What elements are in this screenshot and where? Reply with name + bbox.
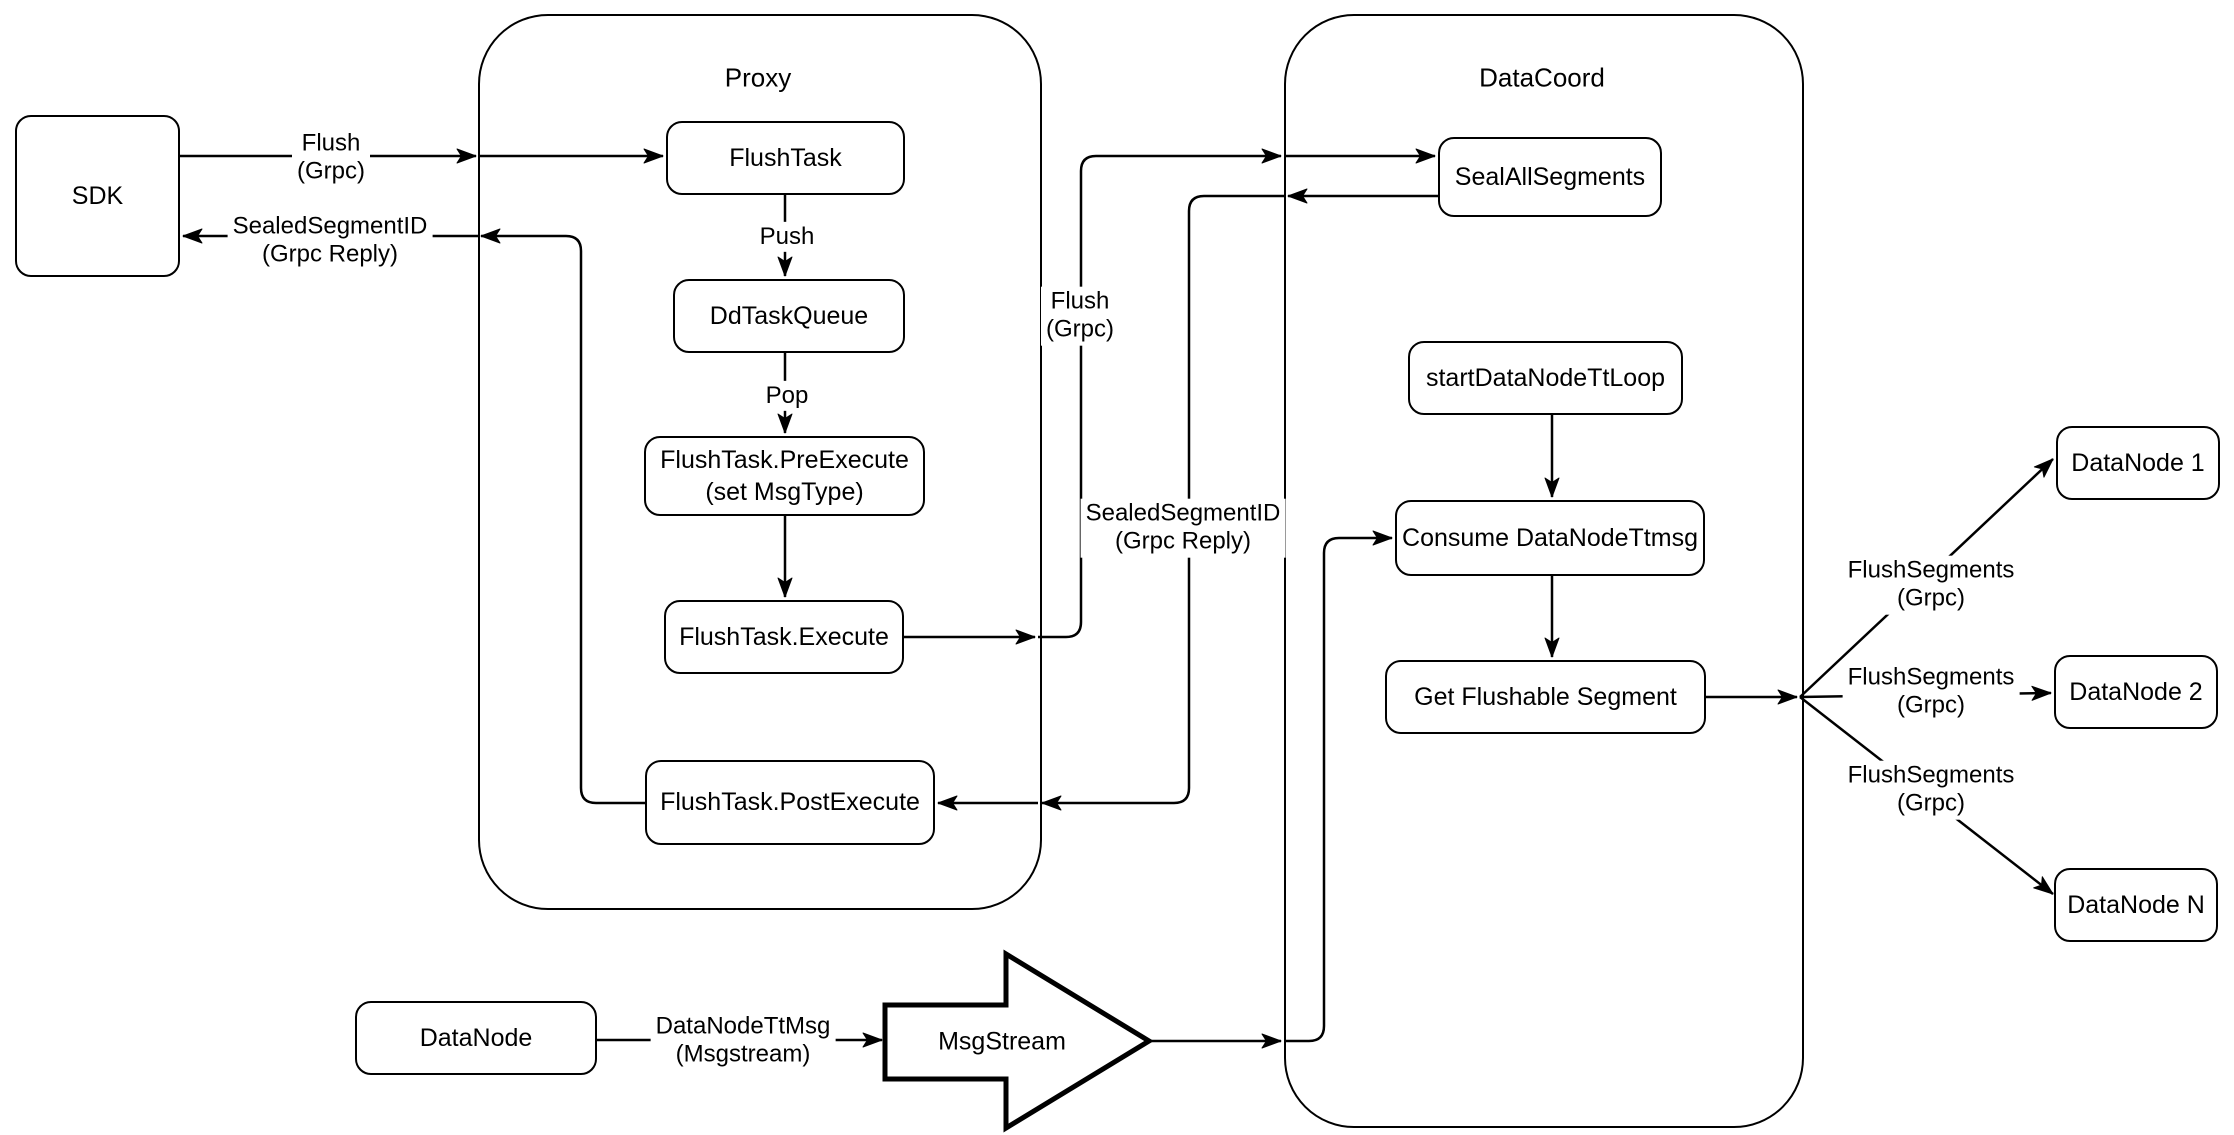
node-datanode-n-label: DataNode N bbox=[2067, 890, 2205, 919]
edge-label-sealedsegmentid-reply: SealedSegmentID(Grpc Reply) bbox=[227, 211, 433, 271]
node-get-flushable-segment-label: Get Flushable Segment bbox=[1414, 682, 1677, 711]
node-consume-datanodettmsg: Consume DataNodeTtmsg bbox=[1395, 500, 1705, 576]
node-flushtask-postexecute: FlushTask.PostExecute bbox=[645, 760, 935, 845]
node-datanode-1-label: DataNode 1 bbox=[2071, 448, 2205, 477]
node-sdk: SDK bbox=[15, 115, 180, 277]
edge-datacoord-edge-to-consume bbox=[1284, 530, 1393, 1043]
node-ddtaskqueue-label: DdTaskQueue bbox=[709, 301, 869, 330]
node-get-flushable-segment: Get Flushable Segment bbox=[1385, 660, 1706, 734]
edge-label-push: Push bbox=[754, 221, 820, 253]
node-flushtask-preexecute: FlushTask.PreExecute(set MsgType) bbox=[644, 436, 925, 516]
node-datanode-1: DataNode 1 bbox=[2056, 426, 2220, 500]
node-flushtask: FlushTask bbox=[666, 121, 905, 195]
msgstream-label: MsgStream bbox=[938, 1027, 1066, 1056]
node-datanode-2-label: DataNode 2 bbox=[2069, 677, 2203, 706]
proxy-container-title: Proxy bbox=[724, 62, 792, 93]
proxy-container bbox=[478, 14, 1042, 910]
edge-label-datanodettmsg: DataNodeTtMsg(Msgstream) bbox=[650, 1011, 836, 1071]
node-sealallsegments: SealAllSegments bbox=[1438, 137, 1662, 217]
node-datanode-label: DataNode bbox=[419, 1023, 533, 1052]
datacoord-container-title: DataCoord bbox=[1479, 62, 1605, 93]
edge-label-flushsegments-3: FlushSegments(Grpc) bbox=[1842, 760, 2020, 820]
node-flushtask-execute-label: FlushTask.Execute bbox=[679, 622, 889, 651]
node-flushtask-postexecute-label: FlushTask.PostExecute bbox=[660, 788, 920, 817]
edge-postexecute-to-proxy-edge bbox=[480, 228, 645, 805]
node-flushtask-preexecute-label: FlushTask.PreExecute(set MsgType) bbox=[660, 445, 909, 507]
node-datanode-2: DataNode 2 bbox=[2054, 655, 2218, 729]
node-consume-datanodettmsg-label: Consume DataNodeTtmsg bbox=[1402, 523, 1698, 552]
node-sealallsegments-label: SealAllSegments bbox=[1454, 162, 1646, 191]
edge-label-pop: Pop bbox=[760, 380, 814, 412]
node-flushtask-execute: FlushTask.Execute bbox=[664, 600, 904, 674]
edge-label-flush-grpc-datacoord: Flush(Grpc) bbox=[1041, 286, 1119, 346]
edge-label-sealedsegmentid-reply-proxy: SealedSegmentID(Grpc Reply) bbox=[1080, 498, 1286, 558]
edge-label-flushsegments-1: FlushSegments(Grpc) bbox=[1842, 555, 2020, 615]
edge-proxy-to-datacoord-flush bbox=[1038, 148, 1282, 639]
node-datanode: DataNode bbox=[355, 1001, 597, 1075]
edge-label-flush-grpc: Flush(Grpc) bbox=[292, 128, 370, 188]
node-flushtask-label: FlushTask bbox=[729, 143, 842, 172]
datacoord-container bbox=[1284, 14, 1804, 1128]
node-ddtaskqueue: DdTaskQueue bbox=[673, 279, 905, 353]
msgstream-block-arrow bbox=[882, 949, 1154, 1133]
edge-label-flushsegments-2: FlushSegments(Grpc) bbox=[1842, 662, 2020, 722]
node-sdk-label: SDK bbox=[71, 181, 124, 210]
node-startdatanodettloop-label: startDataNodeTtLoop bbox=[1425, 363, 1666, 392]
node-datanode-n: DataNode N bbox=[2054, 868, 2218, 942]
node-startdatanodettloop: startDataNodeTtLoop bbox=[1408, 341, 1683, 415]
